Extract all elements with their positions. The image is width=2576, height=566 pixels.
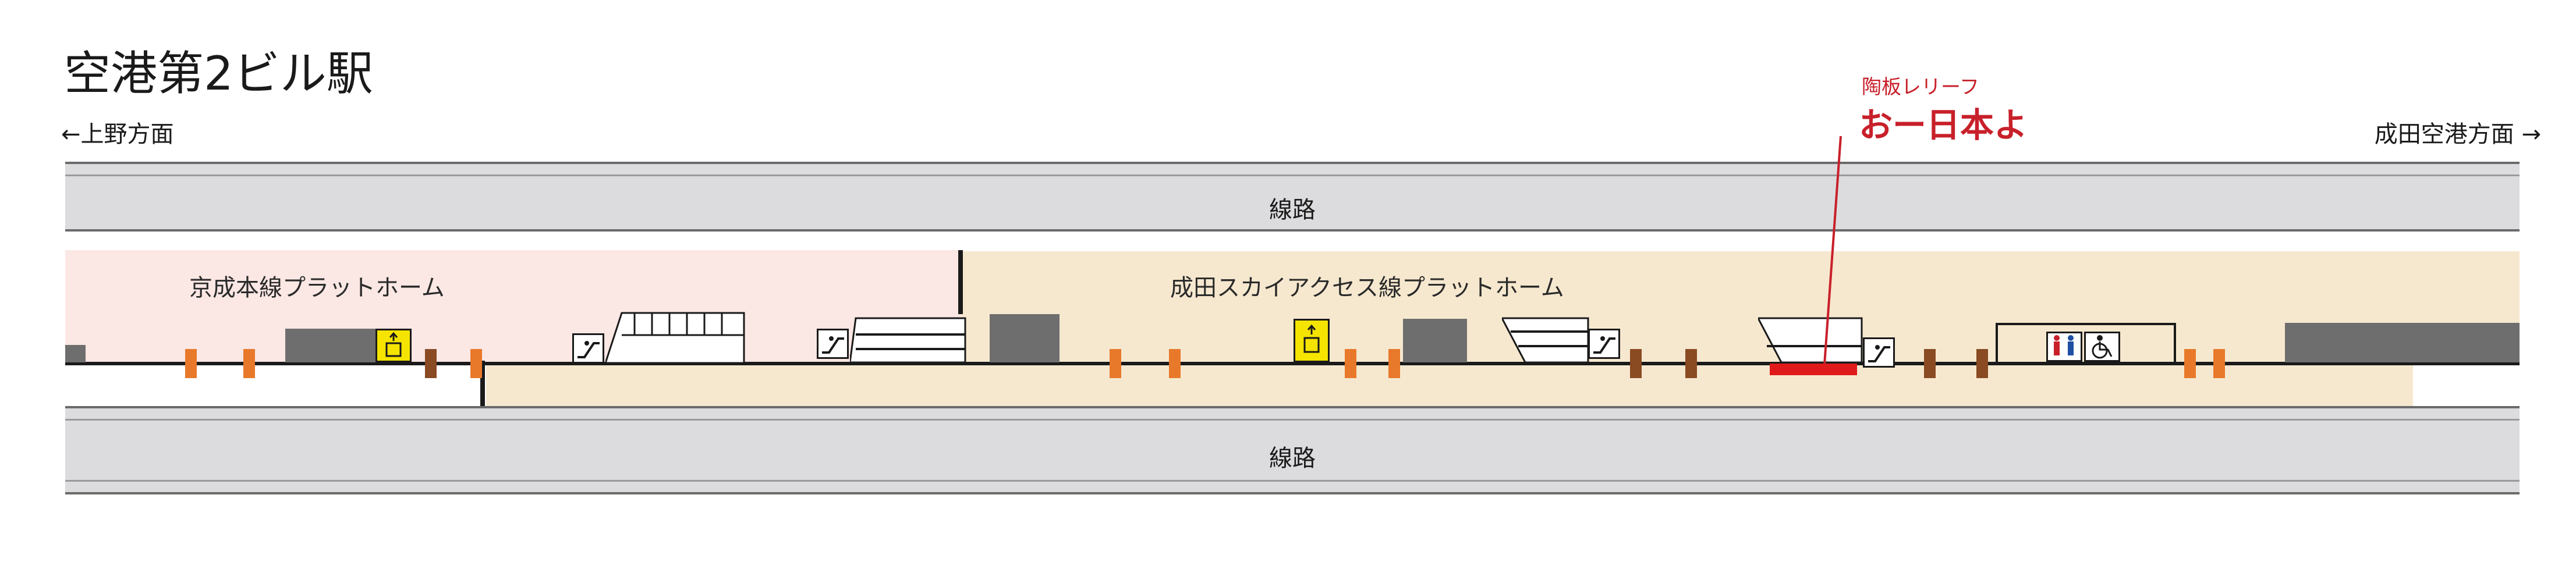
station-title: 空港第2ビル駅	[64, 47, 373, 101]
platform-door	[1169, 349, 1181, 378]
top-track-rail	[65, 229, 2520, 232]
structure-block	[2285, 323, 2520, 362]
stairs-structure	[605, 312, 745, 364]
direction-left: ←上野方面	[61, 121, 174, 148]
platform-door	[1388, 349, 1400, 378]
elevator-icon	[375, 329, 412, 362]
toilet-icon	[2046, 332, 2082, 362]
bottom-track	[65, 406, 2520, 494]
platform-door	[1685, 349, 1697, 378]
platform-edge	[65, 362, 2520, 365]
stairs-structure	[1758, 317, 1863, 364]
structure-block	[990, 314, 1060, 362]
stairs-structure	[1502, 317, 1589, 364]
annotation-big: おー日本よ	[1859, 105, 2028, 145]
keisei-platform-label: 京成本線プラットホーム	[189, 275, 445, 301]
escalator-icon	[572, 333, 604, 364]
platform-divider	[480, 361, 485, 406]
skyaccess-platform	[962, 251, 2520, 365]
platform-divider	[958, 250, 963, 314]
annotation-leader-line	[1823, 136, 1842, 365]
wheelchair-icon	[2084, 332, 2120, 362]
top-track-label: 線路	[1269, 197, 1316, 223]
top-track-rail	[65, 175, 2520, 176]
platform-door	[1345, 349, 1356, 378]
bottom-track-label: 線路	[1269, 445, 1316, 472]
platform-door	[1630, 349, 1642, 378]
platform-door	[2213, 349, 2225, 378]
annotation-small: 陶板レリーフ	[1862, 76, 1979, 99]
structure-block	[65, 345, 86, 362]
skyaccess-platform-lower	[486, 365, 2413, 406]
skyaccess-platform-label: 成田スカイアクセス線プラットホーム	[1170, 275, 1564, 301]
platform-door	[1110, 349, 1121, 378]
platform-door	[2184, 349, 2196, 378]
platform-door	[1924, 349, 1936, 378]
bottom-track-rail	[65, 419, 2520, 421]
keisei-platform	[65, 250, 962, 362]
direction-right: 成田空港方面 →	[2374, 121, 2541, 148]
escalator-icon	[817, 329, 849, 359]
structure-block	[285, 329, 375, 362]
escalator-icon	[1863, 337, 1895, 368]
platform-door	[1976, 349, 1988, 378]
elevator-icon	[1294, 319, 1330, 362]
top-track-rail	[65, 162, 2520, 164]
top-track	[65, 162, 2520, 232]
bottom-track-rail	[65, 406, 2520, 408]
platform-door	[243, 349, 255, 378]
relief-marker	[1770, 364, 1857, 375]
platform-door	[185, 349, 197, 378]
escalator-icon	[1588, 329, 1620, 359]
stairs-structure	[850, 317, 966, 364]
bottom-track-rail	[65, 492, 2520, 494]
facility-room	[1996, 323, 2176, 362]
bottom-track-rail	[65, 480, 2520, 482]
platform-door	[470, 349, 482, 378]
platform-door	[425, 349, 437, 378]
structure-block	[1403, 319, 1467, 362]
